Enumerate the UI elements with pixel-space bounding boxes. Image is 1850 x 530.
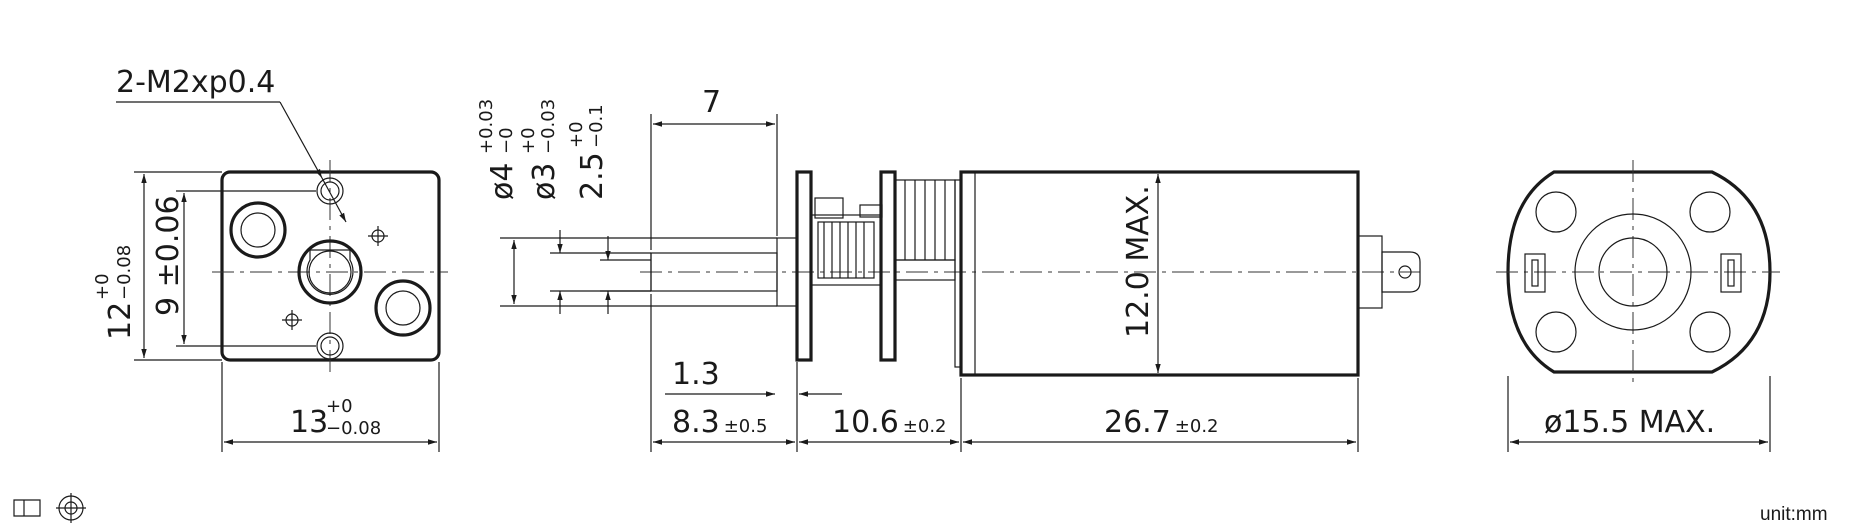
segment1-label: 8.3±0.5 — [672, 405, 767, 440]
end-diameter-label: ø15.5 MAX. — [1544, 405, 1715, 440]
dia4-tol-lower: −0 — [496, 127, 517, 154]
segment3-label: 26.7±0.2 — [1104, 405, 1219, 440]
gearbox-front-plate — [795, 170, 813, 362]
shaft-length-label: 7 — [702, 85, 721, 120]
width-tol-lower: −0.08 — [326, 418, 381, 439]
third-angle-projection-icon — [13, 493, 86, 523]
end-hole-top-right — [1689, 191, 1731, 233]
hole-spacing-dimension: 9 ±0.06 — [151, 195, 186, 316]
bearing-boss-left — [229, 201, 287, 259]
end-bushing-outer — [1574, 213, 1692, 331]
motor-terminal — [1381, 251, 1421, 293]
flat-tol-lower: −0.1 — [586, 104, 607, 148]
end-view: ø15.5 MAX. — [1496, 160, 1780, 452]
terminal-left — [1524, 253, 1546, 293]
flat-tol-upper: +0 — [566, 121, 587, 148]
end-hole-bottom-left — [1535, 311, 1577, 353]
end-hole-top-left — [1535, 191, 1577, 233]
dia4-tol-upper: +0.03 — [476, 99, 497, 154]
thread-callout-label: 2-M2xp0.4 — [116, 65, 275, 100]
height-tol-upper: +0 — [92, 273, 113, 300]
output-shaft-front — [297, 239, 363, 305]
motor-diameter-label: 12.0 MAX. — [1121, 185, 1156, 338]
dia3-label: ø3 — [527, 163, 562, 200]
side-view: 12.0 MAX. 7 ø4 +0.03 −0 ø3 +0 −0.03 — [476, 85, 1421, 452]
terminal-right — [1720, 253, 1742, 293]
mounting-hole-bottom — [316, 332, 344, 360]
dia3-tol-lower: −0.03 — [538, 99, 559, 154]
dia4-label: ø4 — [485, 163, 520, 200]
front-view: 2-M2xp0.4 12 +0 −0.08 9 ±0.06 13 +0 −0.0… — [92, 65, 448, 452]
flat-label: 2.5 — [575, 152, 610, 200]
unit-label: unit:mm — [1760, 504, 1828, 525]
width-tol-upper: +0 — [326, 396, 353, 417]
gearbox-mid-plate — [879, 170, 897, 362]
segment2-label: 10.6±0.2 — [832, 405, 947, 440]
end-hole-bottom-right — [1689, 311, 1731, 353]
boss-length-label: 1.3 — [672, 357, 720, 392]
motor-body — [959, 170, 1360, 377]
bearing-boss-right — [374, 279, 432, 337]
height-tol-lower: −0.08 — [114, 245, 135, 300]
width-dimension: 13 — [290, 405, 328, 440]
end-bushing-inner — [1598, 237, 1668, 307]
motor-end-outline — [1506, 170, 1772, 374]
mounting-hole-top — [316, 177, 344, 205]
dia3-tol-upper: +0 — [518, 127, 539, 154]
pinion-gears — [894, 179, 956, 281]
height-dimension: 12 — [103, 302, 138, 340]
